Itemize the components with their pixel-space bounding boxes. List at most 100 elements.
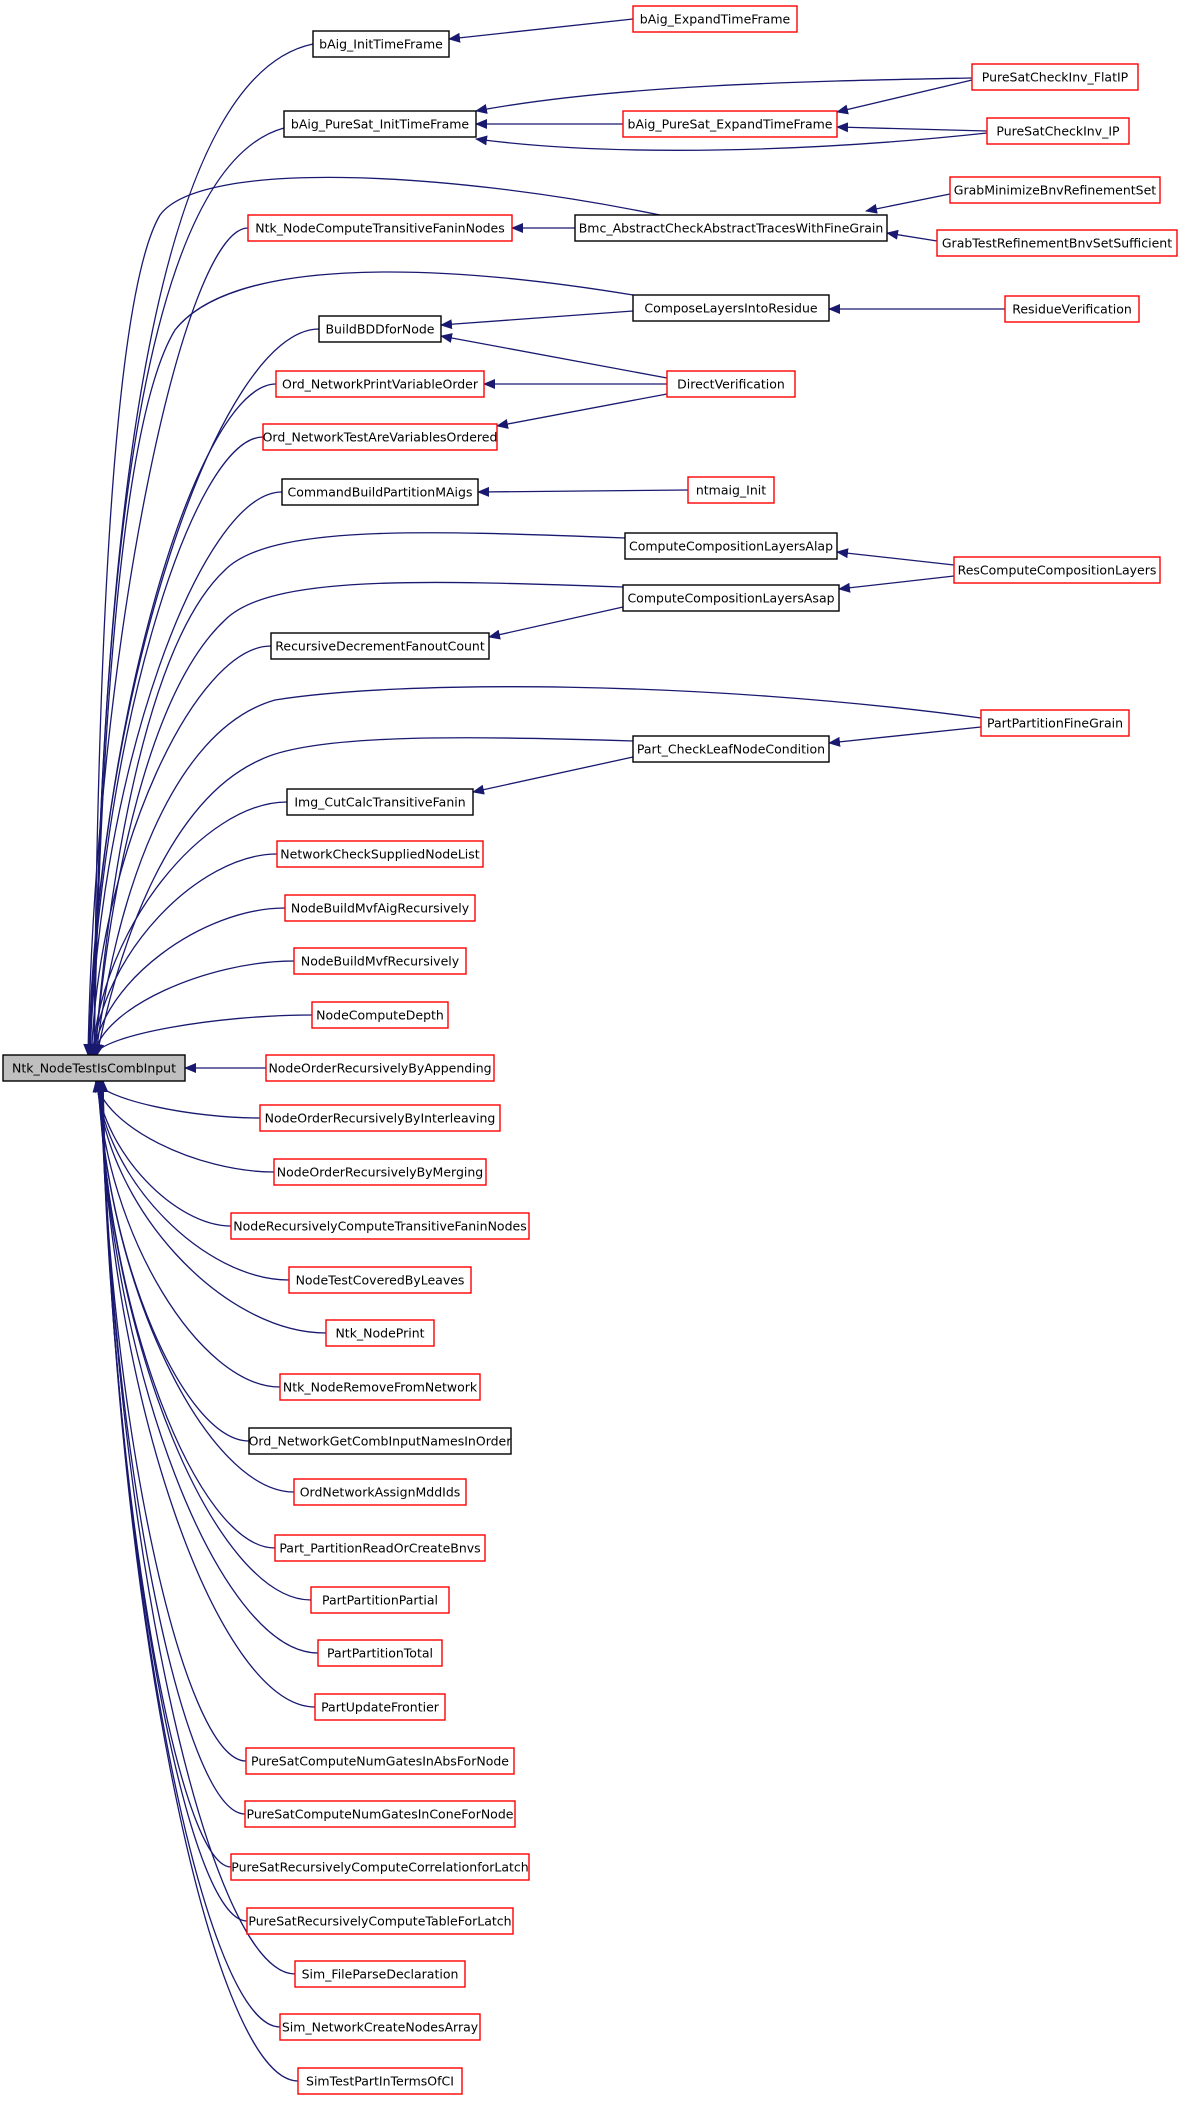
node-partUpdateFrontier[interactable]: PartUpdateFrontier xyxy=(314,1693,446,1721)
node-simFileParse[interactable]: Sim_FileParseDeclaration xyxy=(294,1960,466,1988)
node-bAigInitTimeFrame[interactable]: bAig_InitTimeFrame xyxy=(312,30,450,58)
node-label: Bmc_AbstractCheckAbstractTracesWithFineG… xyxy=(579,221,884,236)
node-label: NodeComputeDepth xyxy=(316,1008,444,1023)
node-label: bAig_PureSat_ExpandTimeFrame xyxy=(628,117,833,132)
node-partCheckLeafNodeCondition[interactable]: Part_CheckLeafNodeCondition xyxy=(632,735,830,763)
node-nodeTestCovered[interactable]: NodeTestCoveredByLeaves xyxy=(288,1266,472,1294)
node-partPartitionRead[interactable]: Part_PartitionReadOrCreateBnvs xyxy=(274,1534,486,1562)
edge-partPartitionFineGrain-to-focus xyxy=(92,686,982,1056)
node-bAigPureSatExpandTimeFrame[interactable]: bAig_PureSat_ExpandTimeFrame xyxy=(622,110,838,138)
node-label: NodeBuildMvfRecursively xyxy=(301,954,460,969)
node-box xyxy=(1004,295,1140,323)
node-ordNetworkAssign[interactable]: OrdNetworkAssignMddIds xyxy=(293,1478,467,1506)
node-label: Ord_NetworkTestAreVariablesOrdered xyxy=(263,430,498,445)
node-recursiveDecrement[interactable]: RecursiveDecrementFanoutCount xyxy=(270,632,490,660)
node-label: PartPartitionTotal xyxy=(327,1646,433,1661)
edge-ordNetworkTestAreVariablesOrdered-to-focus xyxy=(85,436,264,1056)
node-bAigPureSatInitTimeFrame[interactable]: bAig_PureSat_InitTimeFrame xyxy=(283,110,477,138)
edge-ntkNodeComputeTransitiveFaninNodes-to-focus xyxy=(83,227,249,1056)
edge-nodeBuildMvfAig-to-focus xyxy=(89,907,286,1056)
edge-commandBuildPartitionMAigs-to-focus xyxy=(85,491,283,1056)
node-box xyxy=(293,1478,467,1506)
node-box xyxy=(276,840,484,868)
node-pureSatCheckInvFlatIP[interactable]: PureSatCheckInv_FlatIP xyxy=(971,63,1139,91)
edge-resComputeLayers-to-computeLayersAsap xyxy=(838,575,955,593)
node-box xyxy=(265,1054,495,1082)
edge-partPartitionPartial-to-focus xyxy=(94,1080,312,1601)
node-resComputeLayers[interactable]: ResComputeCompositionLayers xyxy=(953,556,1161,584)
node-partPartitionFineGrain[interactable]: PartPartitionFineGrain xyxy=(980,709,1130,737)
node-ntmaigInit[interactable]: ntmaig_Init xyxy=(687,476,775,504)
node-computeLayersAsap[interactable]: ComputeCompositionLayersAsap xyxy=(622,584,840,612)
node-nodeOrderInterleaving[interactable]: NodeOrderRecursivelyByInterleaving xyxy=(259,1104,501,1132)
node-label: PureSatComputeNumGatesInAbsForNode xyxy=(251,1754,509,1769)
node-box xyxy=(632,5,798,33)
node-directVerification[interactable]: DirectVerification xyxy=(666,370,796,398)
node-residueVerification[interactable]: ResidueVerification xyxy=(1004,295,1140,323)
node-box xyxy=(624,532,838,560)
node-grabMinimize[interactable]: GrabMinimizeBnvRefinementSet xyxy=(949,176,1161,204)
node-nodeBuildMvf[interactable]: NodeBuildMvfRecursively xyxy=(293,947,467,975)
node-ordNetworkTestAreVariablesOrdered[interactable]: Ord_NetworkTestAreVariablesOrdered xyxy=(262,423,498,451)
node-box xyxy=(230,1212,530,1240)
node-box xyxy=(574,214,888,242)
node-nodeOrderMerging[interactable]: NodeOrderRecursivelyByMerging xyxy=(273,1158,487,1186)
node-ntkNodeComputeTransitiveFaninNodes[interactable]: Ntk_NodeComputeTransitiveFaninNodes xyxy=(247,214,513,242)
node-box xyxy=(262,423,498,451)
node-box xyxy=(244,1800,516,1828)
node-box xyxy=(312,30,450,58)
edge-pureSatCheckInvFlatIP-to-bAigPureSatInitTimeFrame xyxy=(475,77,973,114)
node-commandBuildPartitionMAigs[interactable]: CommandBuildPartitionMAigs xyxy=(281,478,479,506)
node-label: BuildBDDforNode xyxy=(325,322,434,337)
node-label: PureSatRecursivelyComputeTableForLatch xyxy=(248,1914,511,1929)
node-pureSatCorrelation[interactable]: PureSatRecursivelyComputeCorrelationforL… xyxy=(230,1853,530,1881)
node-bmcAbstractCheck[interactable]: Bmc_AbstractCheckAbstractTracesWithFineG… xyxy=(574,214,888,242)
node-partPartitionTotal[interactable]: PartPartitionTotal xyxy=(317,1639,443,1667)
node-simNetworkCreate[interactable]: Sim_NetworkCreateNodesArray xyxy=(279,2013,481,2041)
node-label: Part_CheckLeafNodeCondition xyxy=(637,742,825,757)
node-simTestPart[interactable]: SimTestPartInTermsOfCI xyxy=(297,2067,463,2095)
node-imgCutCalc[interactable]: Img_CutCalcTransitiveFanin xyxy=(286,788,474,816)
node-label: GrabTestRefinementBnvSetSufficient xyxy=(942,236,1172,251)
node-pureSatTable[interactable]: PureSatRecursivelyComputeTableForLatch xyxy=(246,1907,514,1935)
node-label: Ord_NetworkGetCombInputNamesInOrder xyxy=(249,1434,513,1449)
edge-computeLayersAlap-to-focus xyxy=(90,532,626,1056)
edge-networkCheckSupplied-to-focus xyxy=(89,853,278,1056)
edge-partCheckLeafNodeCondition-to-imgCutCalc xyxy=(472,756,634,795)
node-pureSatComputeAbs[interactable]: PureSatComputeNumGatesInAbsForNode xyxy=(245,1747,515,1775)
node-nodeComputeDepth[interactable]: NodeComputeDepth xyxy=(311,1001,449,1029)
node-box xyxy=(286,788,474,816)
node-ordNetworkPrintVariableOrder[interactable]: Ord_NetworkPrintVariableOrder xyxy=(275,370,485,398)
node-computeLayersAlap[interactable]: ComputeCompositionLayersAlap xyxy=(624,532,838,560)
edge-partPartitionTotal-to-focus xyxy=(95,1080,319,1654)
edge-partPartitionFineGrain-to-partCheckLeafNodeCondition xyxy=(828,726,982,747)
node-label: Sim_NetworkCreateNodesArray xyxy=(282,2020,479,2035)
node-ntkNodePrint[interactable]: Ntk_NodePrint xyxy=(325,1319,435,1347)
node-buildBDDforNode[interactable]: BuildBDDforNode xyxy=(318,315,442,343)
edges-layer xyxy=(83,18,1005,2082)
node-pureSatCheckInvIP[interactable]: PureSatCheckInv_IP xyxy=(986,117,1130,145)
edge-simFileParse-to-focus xyxy=(97,1080,296,1975)
node-label: ComputeCompositionLayersAlap xyxy=(629,539,833,554)
node-box xyxy=(246,1907,514,1935)
node-box xyxy=(230,1853,530,1881)
node-bAigExpandTimeFrame[interactable]: bAig_ExpandTimeFrame xyxy=(632,5,798,33)
node-label: NetworkCheckSuppliedNodeList xyxy=(280,847,480,862)
node-nodeRecursivelyCompute[interactable]: NodeRecursivelyComputeTransitiveFaninNod… xyxy=(230,1212,530,1240)
edge-ordNetworkPrintVariableOrder-to-focus xyxy=(84,383,277,1056)
node-grabTestRefinement[interactable]: GrabTestRefinementBnvSetSufficient xyxy=(936,229,1178,257)
node-label: NodeRecursivelyComputeTransitiveFaninNod… xyxy=(233,1219,526,1234)
edge-imgCutCalc-to-focus xyxy=(88,801,288,1056)
node-ntkNodeRemove[interactable]: Ntk_NodeRemoveFromNetwork xyxy=(279,1373,481,1401)
node-box xyxy=(953,556,1161,584)
node-partPartitionPartial[interactable]: PartPartitionPartial xyxy=(310,1586,450,1614)
node-nodeBuildMvfAig[interactable]: NodeBuildMvfAigRecursively xyxy=(284,894,476,922)
node-ordNetworkGetComb[interactable]: Ord_NetworkGetCombInputNamesInOrder xyxy=(248,1427,513,1455)
node-nodeOrderAppending[interactable]: NodeOrderRecursivelyByAppending xyxy=(265,1054,495,1082)
node-composeLayers[interactable]: ComposeLayersIntoResidue xyxy=(632,294,830,322)
node-box xyxy=(279,1373,481,1401)
node-pureSatComputeCone[interactable]: PureSatComputeNumGatesInConeForNode xyxy=(244,1800,516,1828)
node-networkCheckSupplied[interactable]: NetworkCheckSuppliedNodeList xyxy=(276,840,484,868)
edge-ntkNodeRemove-to-focus xyxy=(93,1080,281,1388)
